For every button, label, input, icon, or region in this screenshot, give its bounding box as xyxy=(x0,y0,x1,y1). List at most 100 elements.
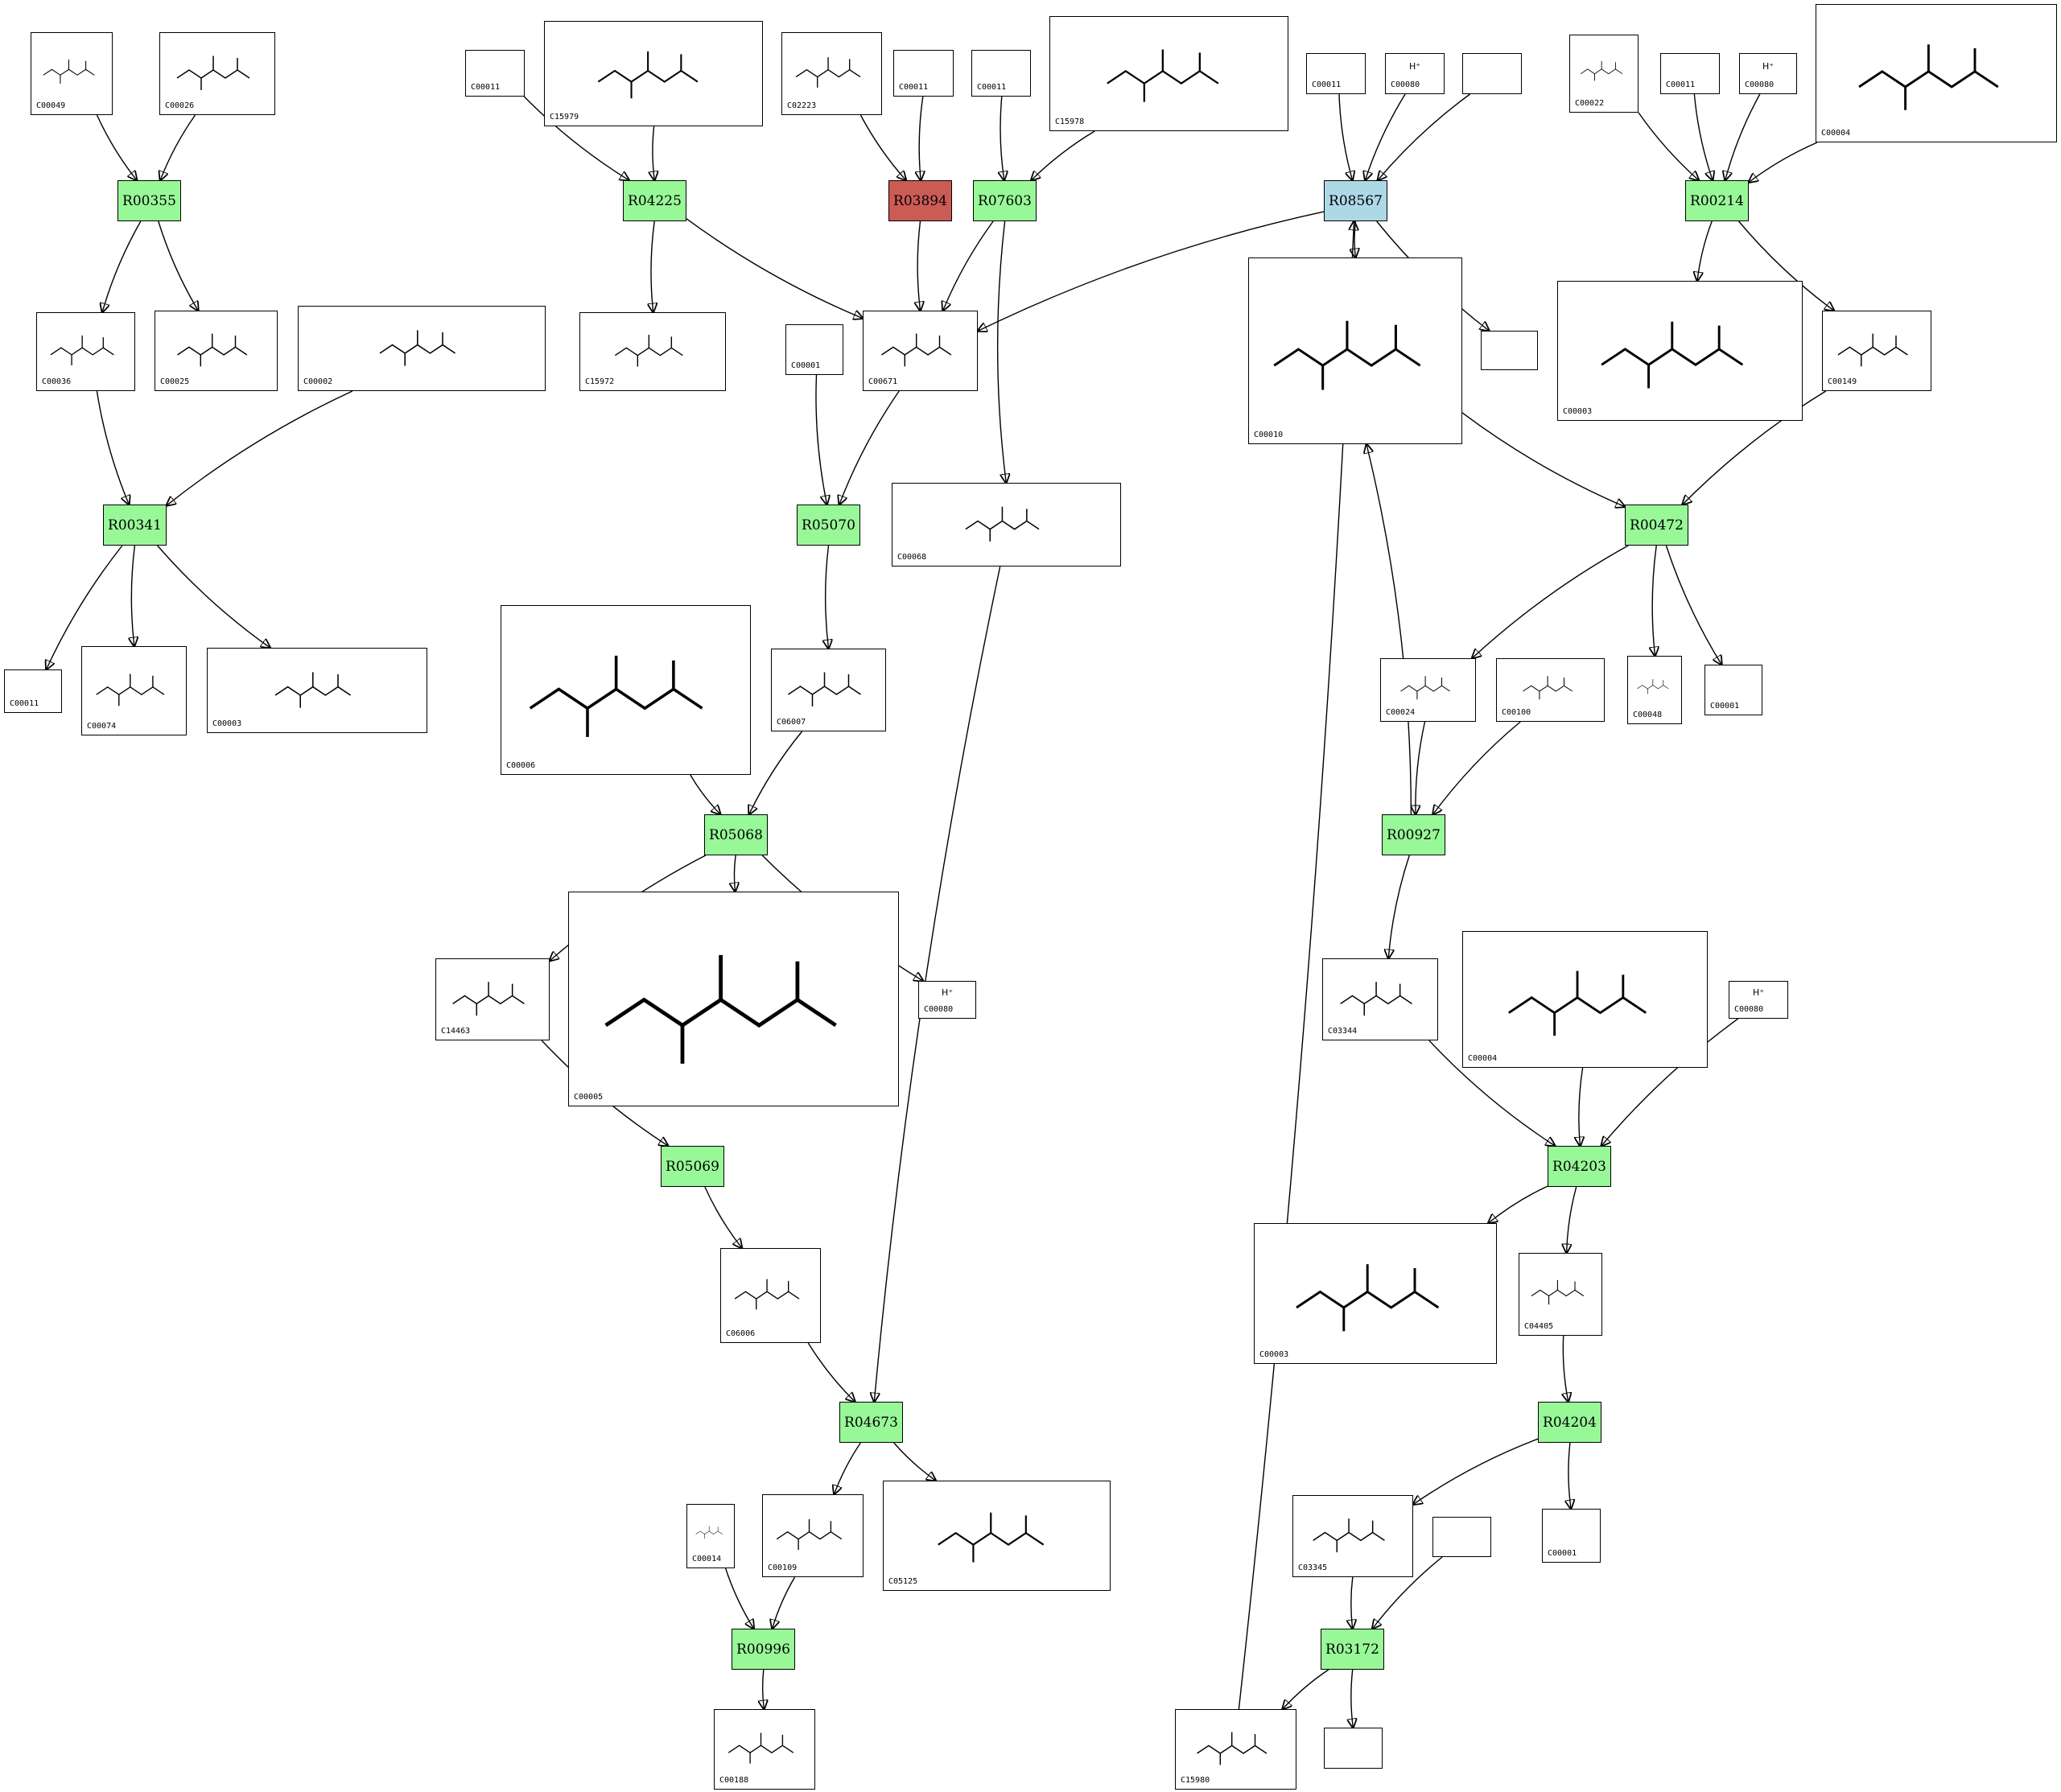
compound-node-c00026[interactable]: C00026 xyxy=(159,32,275,115)
compound-node-c03344[interactable]: C03344 xyxy=(1322,958,1438,1040)
compound-node-c00002[interactable]: C00002 xyxy=(298,306,546,391)
compound-node-blank[interactable] xyxy=(1324,1728,1383,1769)
compound-node-blank[interactable] xyxy=(1481,331,1538,370)
edge-c00080_a-to-r08567 xyxy=(1365,93,1406,180)
reaction-node-r03172[interactable]: R03172 xyxy=(1321,1629,1384,1670)
compound-node-c00011[interactable]: C00011 xyxy=(1306,53,1366,94)
compound-node-c00011[interactable]: C00011 xyxy=(893,50,954,97)
reaction-node-r00341[interactable]: R00341 xyxy=(103,505,167,546)
reaction-node-r07603[interactable]: R07603 xyxy=(973,180,1037,221)
compound-node-c06006[interactable]: C06006 xyxy=(720,1248,821,1343)
compound-node-blank[interactable] xyxy=(1462,53,1522,94)
compound-node-c00005[interactable]: C00005 xyxy=(568,892,899,1106)
compound-id-label: C00011 xyxy=(1312,80,1342,89)
reaction-node-r05068[interactable]: R05068 xyxy=(704,814,768,855)
compound-id-label: C00149 xyxy=(1828,377,1857,386)
compound-id-label: C00011 xyxy=(471,83,501,92)
compound-node-c00011[interactable]: C00011 xyxy=(4,669,62,713)
compound-node-c14463[interactable]: C14463 xyxy=(435,958,550,1040)
compound-node-c00068[interactable]: C00068 xyxy=(892,483,1121,566)
edge-c00100-to-r00927 xyxy=(1433,721,1521,814)
compound-id-label: C05125 xyxy=(888,1577,918,1586)
compound-node-c00025[interactable]: C00025 xyxy=(155,311,278,391)
edge-c00011_e-to-r00214 xyxy=(1693,93,1713,180)
reaction-node-r00355[interactable]: R00355 xyxy=(117,180,181,221)
compound-node-c00080[interactable]: H⁺C00080 xyxy=(918,981,976,1019)
compound-id-label: C00036 xyxy=(42,377,72,386)
compound-id-label: C15979 xyxy=(550,113,579,122)
edge-c00022-to-r00214 xyxy=(1638,112,1699,180)
compound-id-label: C15972 xyxy=(585,377,615,386)
reaction-node-r04204[interactable]: R04204 xyxy=(1538,1402,1601,1443)
structure-drawing xyxy=(1837,333,1908,367)
compound-node-c00671[interactable]: C00671 xyxy=(863,311,978,391)
compound-id-label: C00022 xyxy=(1575,99,1605,108)
reaction-node-r04203[interactable]: R04203 xyxy=(1548,1146,1611,1187)
edge-c06007-to-r05068 xyxy=(749,731,803,814)
compound-node-c00011[interactable]: C00011 xyxy=(971,50,1031,97)
reaction-node-r04673[interactable]: R04673 xyxy=(839,1402,903,1443)
compound-id-label: C03344 xyxy=(1328,1027,1358,1036)
compound-node-c03345[interactable]: C03345 xyxy=(1292,1495,1413,1577)
compound-node-c00036[interactable]: C00036 xyxy=(36,312,135,391)
reaction-node-r04225[interactable]: R04225 xyxy=(623,180,686,221)
compound-id-label: C00671 xyxy=(868,377,898,386)
edge-r05070-to-c06007 xyxy=(826,545,829,649)
reaction-node-r00472[interactable]: R00472 xyxy=(1625,505,1688,546)
compound-node-c00003[interactable]: C00003 xyxy=(1557,281,1803,421)
compound-node-c00080[interactable]: H⁺C00080 xyxy=(1729,981,1788,1019)
compound-id-label: C00080 xyxy=(1745,80,1775,89)
compound-node-c00080[interactable]: H⁺C00080 xyxy=(1739,53,1797,94)
compound-node-c00001[interactable]: C00001 xyxy=(1542,1509,1601,1563)
reaction-node-r05070[interactable]: R05070 xyxy=(797,505,860,546)
compound-node-c00080[interactable]: H⁺C00080 xyxy=(1385,53,1445,94)
edge-c03345-to-r03172 xyxy=(1351,1576,1353,1629)
compound-id-label: C00109 xyxy=(768,1563,798,1572)
compound-node-c00004[interactable]: C00004 xyxy=(1816,4,2057,142)
compound-node-c00011[interactable]: C00011 xyxy=(465,50,525,97)
compound-node-c15979[interactable]: C15979 xyxy=(544,21,763,126)
reaction-node-r05069[interactable]: R05069 xyxy=(661,1146,724,1187)
structure-drawing xyxy=(776,1519,843,1551)
compound-node-c00001[interactable]: C00001 xyxy=(1704,665,1762,715)
compound-node-c00100[interactable]: C00100 xyxy=(1496,658,1605,722)
edge-r05069-to-c06006 xyxy=(704,1186,742,1248)
compound-node-c00003[interactable]: C00003 xyxy=(1254,1223,1497,1364)
edge-r04204-to-c00001_c xyxy=(1568,1442,1571,1509)
compound-node-c15978[interactable]: C15978 xyxy=(1049,16,1288,131)
compound-node-c00010[interactable]: C00010 xyxy=(1248,257,1462,444)
compound-node-c00014[interactable]: C00014 xyxy=(686,1504,735,1568)
compound-id-label: C15980 xyxy=(1181,1776,1210,1785)
compound-node-c02223[interactable]: C02223 xyxy=(781,32,882,115)
compound-node-c06007[interactable]: C06007 xyxy=(771,649,886,731)
compound-node-c00109[interactable]: C00109 xyxy=(762,1494,864,1577)
compound-node-c00048[interactable]: C00048 xyxy=(1627,656,1682,724)
reaction-node-r03894[interactable]: R03894 xyxy=(888,180,952,221)
compound-node-c00188[interactable]: C00188 xyxy=(714,1709,815,1790)
compound-node-c00074[interactable]: C00074 xyxy=(81,646,187,735)
compound-id-label: C15978 xyxy=(1055,117,1085,126)
compound-node-c00149[interactable]: C00149 xyxy=(1822,311,1931,391)
compound-node-c05125[interactable]: C05125 xyxy=(883,1481,1111,1591)
structure-drawing xyxy=(177,333,248,367)
compound-node-c00006[interactable]: C00006 xyxy=(501,605,751,775)
structure-drawing xyxy=(1400,676,1450,700)
compound-node-c00049[interactable]: C00049 xyxy=(31,32,113,115)
edge-c00026-to-r00355 xyxy=(160,114,196,180)
compound-node-c04405[interactable]: C04405 xyxy=(1519,1253,1602,1336)
compound-node-c00024[interactable]: C00024 xyxy=(1380,658,1476,722)
compound-node-c15972[interactable]: C15972 xyxy=(579,312,726,391)
edge-r00355-to-c00036 xyxy=(102,220,142,312)
reaction-node-r08567[interactable]: R08567 xyxy=(1324,180,1387,221)
compound-node-c00003[interactable]: C00003 xyxy=(207,648,427,733)
edge-c02223-to-r03894 xyxy=(859,114,905,180)
compound-node-blank[interactable] xyxy=(1432,1517,1491,1557)
reaction-node-r00996[interactable]: R00996 xyxy=(732,1629,795,1670)
compound-node-c00022[interactable]: C00022 xyxy=(1569,35,1638,113)
reaction-node-r00214[interactable]: R00214 xyxy=(1685,180,1749,221)
compound-node-c00004[interactable]: C00004 xyxy=(1462,931,1708,1068)
compound-node-c00001[interactable]: C00001 xyxy=(785,324,843,375)
compound-node-c00011[interactable]: C00011 xyxy=(1660,53,1720,94)
compound-node-c15980[interactable]: C15980 xyxy=(1175,1709,1296,1790)
reaction-node-r00927[interactable]: R00927 xyxy=(1382,814,1445,855)
